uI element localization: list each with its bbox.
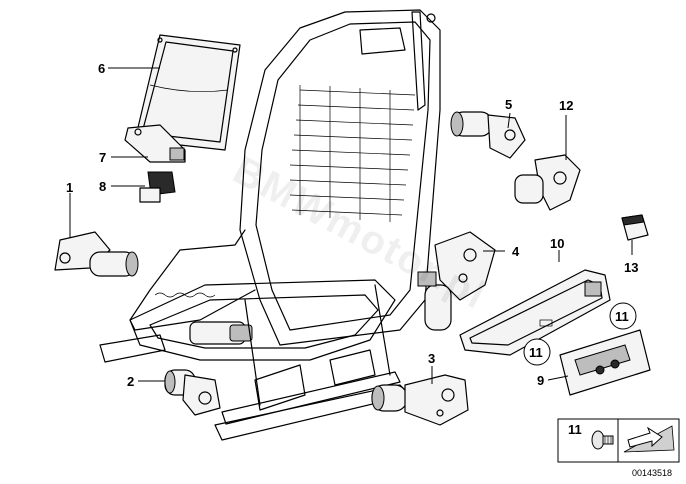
- callout-12: 12: [559, 98, 573, 113]
- part-4-motor: [417, 231, 496, 331]
- callout-9: 9: [537, 373, 544, 388]
- arrow-icon: [623, 425, 675, 453]
- legend-label: 11: [568, 422, 582, 437]
- callout-11-circle-b: 11: [523, 338, 551, 366]
- screw-icon: [591, 430, 614, 450]
- part-12-gear-unit: [514, 154, 581, 211]
- part-10-side-trim: [459, 269, 611, 356]
- callout-8: 8: [99, 179, 106, 194]
- part-5-motor: [450, 111, 526, 159]
- part-3-motor: [371, 374, 469, 426]
- part-6-backrest-panel: [134, 34, 241, 151]
- svg-text:11: 11: [529, 345, 543, 360]
- callout-3: 3: [428, 351, 435, 366]
- callout-6: 6: [98, 61, 105, 76]
- part-8-switch: [139, 171, 176, 203]
- leader-lines: [69, 67, 633, 384]
- callout-7: 7: [99, 150, 106, 165]
- legend-box: 11: [557, 418, 680, 463]
- part-13-connector: [621, 214, 649, 241]
- reference-number: 00143518: [632, 468, 672, 478]
- callout-4: 4: [512, 244, 520, 259]
- callout-10: 10: [550, 236, 564, 251]
- part-2-motor: [164, 369, 221, 416]
- callout-11-circle-a: 11: [609, 302, 637, 330]
- callout-2: 2: [127, 374, 134, 389]
- part-7-control-module: [124, 124, 186, 163]
- callout-1: 1: [66, 180, 73, 195]
- seat-frame: [99, 9, 441, 441]
- svg-text:11: 11: [615, 309, 629, 324]
- callout-13: 13: [624, 260, 638, 275]
- part-1-motor: [54, 231, 139, 277]
- callout-5: 5: [505, 97, 512, 112]
- part-9-switch-block: [559, 329, 651, 396]
